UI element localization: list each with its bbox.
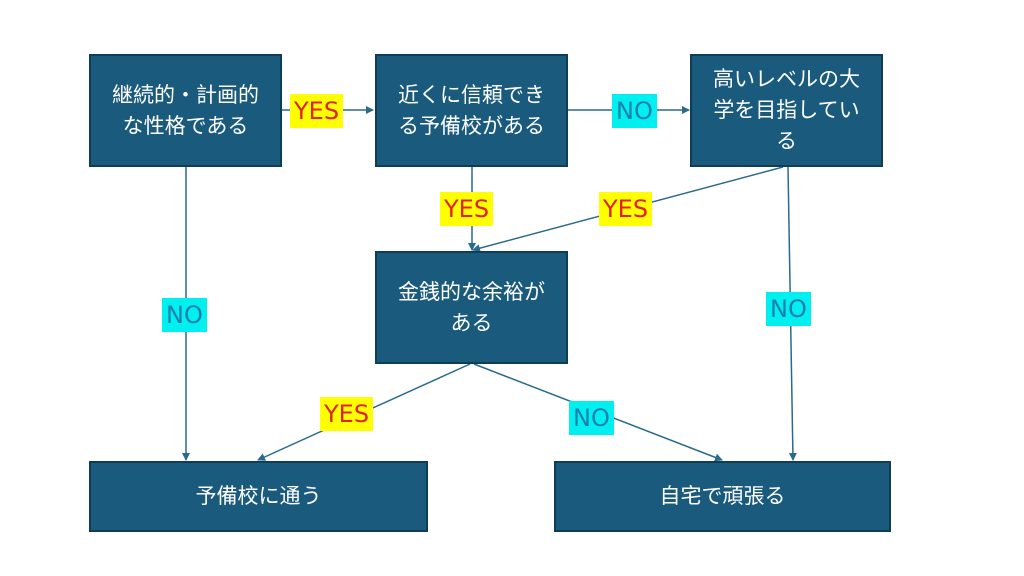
label-yes-continuous-to-school: YES: [290, 94, 344, 128]
label-yes-school-to-money: YES: [440, 192, 494, 226]
node-trusted-school-nearby: 近くに信頼できる予備校がある: [375, 54, 568, 167]
node-study-at-home: 自宅で頑張る: [554, 461, 891, 532]
node-go-to-cram-school: 予備校に通う: [89, 461, 428, 532]
node-high-level-university: 高いレベルの大学を目指している: [690, 54, 883, 167]
label-yes-high-level-to-money: YES: [599, 192, 653, 226]
node-continuous-personality: 継続的・計画的な性格である: [89, 54, 282, 167]
label-no-continuous-to-school: NO: [162, 298, 207, 332]
node-financial-leeway: 金銭的な余裕がある: [375, 251, 568, 364]
label-no-high-level-to-home: NO: [766, 292, 811, 326]
label-yes-money-to-school: YES: [320, 397, 374, 431]
label-no-money-to-home: NO: [569, 401, 614, 435]
label-no-school-to-high-level: NO: [612, 94, 657, 128]
